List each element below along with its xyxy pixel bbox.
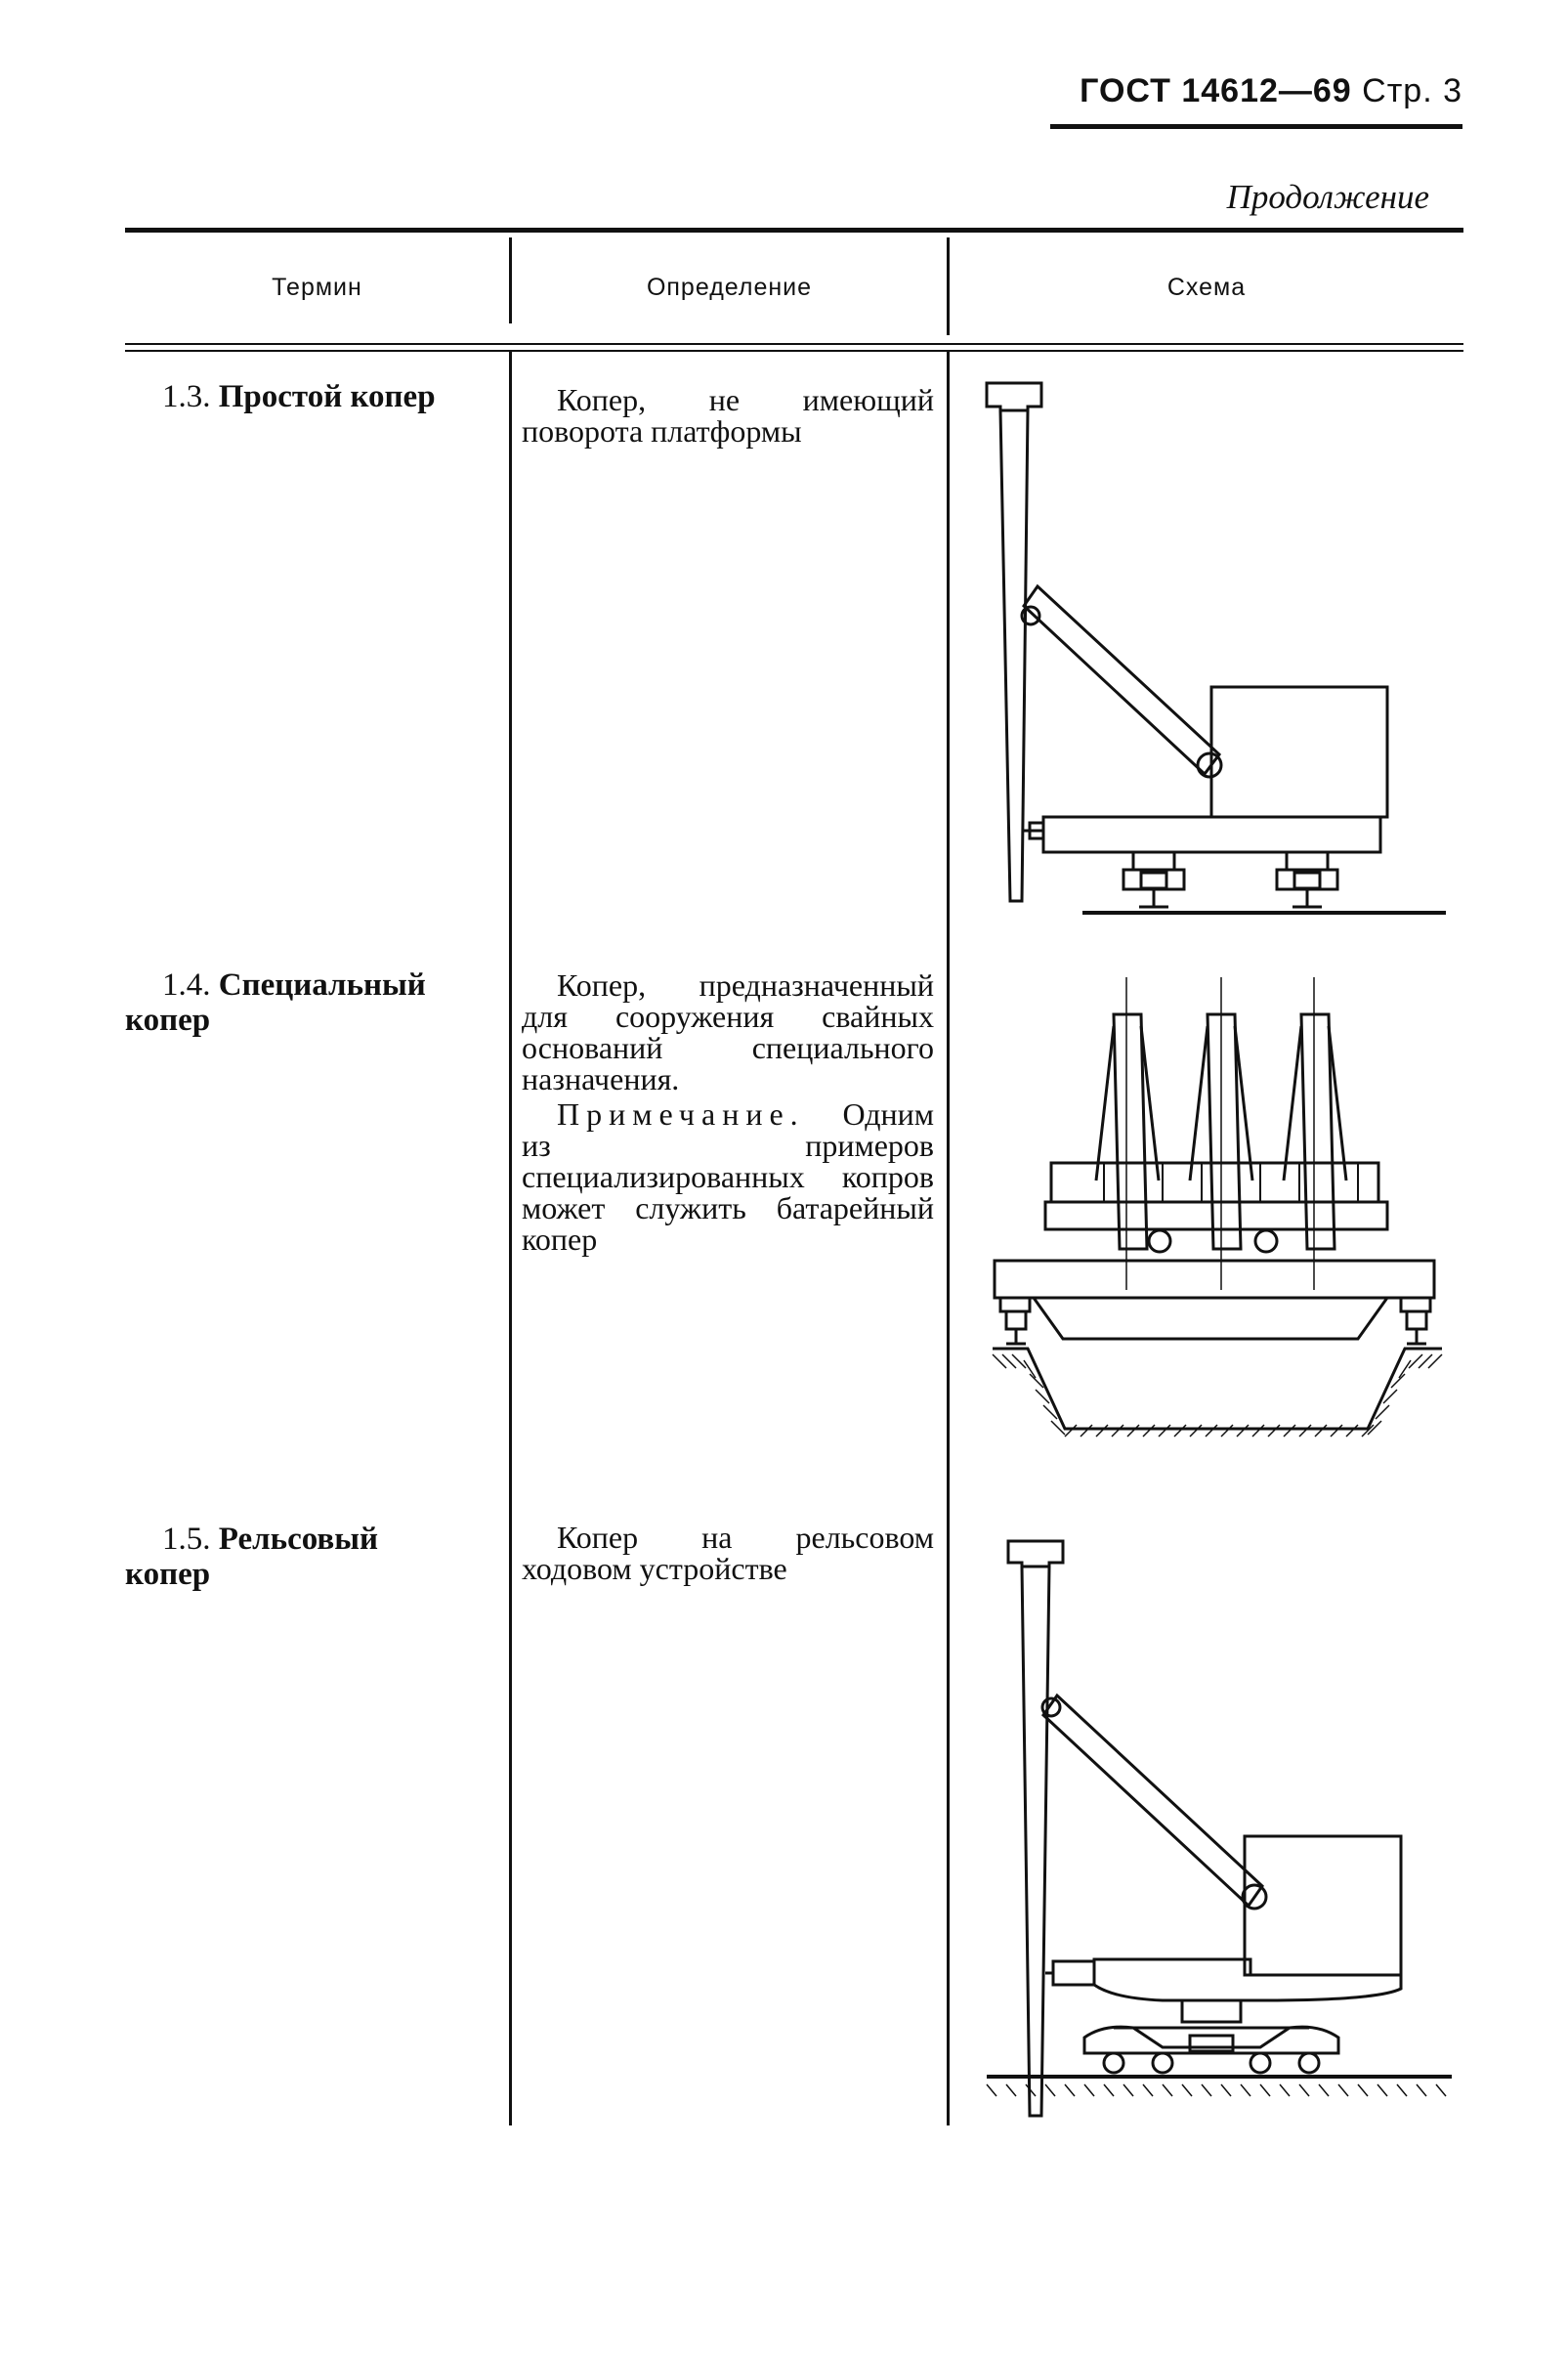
page-number: Стр. 3 — [1362, 72, 1462, 109]
mast-brace — [1188, 1025, 1254, 1181]
mast-socket — [1051, 1959, 1096, 1987]
platform — [1041, 815, 1382, 854]
table-row-term: 1.5. Рельсовый копер — [125, 1522, 469, 1592]
term-text: Специальный копер — [125, 967, 426, 1038]
table-row-term: 1.4. Специальный копер — [125, 967, 469, 1038]
roller — [1253, 1228, 1279, 1254]
soil-hatch — [1367, 1353, 1443, 1436]
slewing-ring — [1180, 1998, 1243, 2024]
mast-brace — [1094, 1025, 1161, 1181]
term-number: 1.3. — [162, 379, 211, 414]
rail-pile-driver-diagram — [986, 1539, 1452, 2118]
simple-pile-driver-diagram — [985, 381, 1446, 915]
table-row-definition: Копер на рельсовом ходовом устройстве — [522, 1522, 934, 1584]
definition-text: Копер, предназначенный для сооружения св… — [522, 967, 934, 1096]
ground-hatch — [986, 2083, 1447, 2097]
table-header-rule-double — [125, 350, 1463, 352]
bogie-frame — [1082, 2025, 1340, 2055]
note-label: Примечание. — [557, 1096, 805, 1132]
table-top-rule — [125, 228, 1463, 233]
column-header-term: Термин — [272, 274, 362, 301]
soil-hatch — [1064, 1424, 1375, 1438]
support-right — [1275, 852, 1339, 891]
column-header-definition: Определение — [646, 274, 813, 301]
standard-number: ГОСТ 14612—69 — [1080, 72, 1352, 109]
carriage-frame — [993, 1259, 1436, 1300]
term-number: 1.4. — [162, 967, 211, 1003]
support-left — [1122, 852, 1186, 891]
rail-wheel — [1249, 2051, 1272, 2075]
roller — [1147, 1228, 1172, 1254]
term-text: Простой копер — [218, 379, 436, 414]
mast-socket — [1028, 821, 1045, 840]
definition-text: Копер, не имеющий поворота платформы — [522, 382, 934, 449]
definition-note: Примечание. Одним из примеров специализи… — [522, 1098, 934, 1255]
table-row-definition: Копер, предназначенный для сооружения св… — [522, 969, 934, 1255]
soil-hatch — [992, 1353, 1066, 1436]
brace — [1041, 1693, 1264, 1909]
rail-wheel — [1102, 2051, 1125, 2075]
header-rule — [1050, 124, 1462, 129]
brace-hinge — [1196, 751, 1223, 779]
term-number: 1.5. — [162, 1522, 211, 1557]
mast-brace — [1282, 1025, 1348, 1181]
mast-cap — [1006, 1539, 1065, 1568]
mast — [1112, 1012, 1149, 1251]
brace-hinge — [1241, 1883, 1268, 1910]
pile-axis — [1125, 977, 1315, 1290]
carriage-body — [1032, 1297, 1389, 1341]
definition-text: Копер на рельсовом ходовом устройстве — [522, 1520, 934, 1586]
mast — [1299, 1012, 1336, 1251]
term-text: Рельсовый копер — [125, 1522, 379, 1592]
column-divider — [947, 237, 950, 335]
column-divider — [947, 352, 950, 2125]
brace-hinge — [1020, 605, 1041, 626]
cab — [1243, 1834, 1403, 1977]
mast — [998, 409, 1030, 903]
mast — [1206, 1012, 1243, 1251]
table-row-definition: Копер, не имеющий поворота платформы — [522, 384, 934, 447]
cab — [1209, 685, 1389, 819]
rail-wheel — [1297, 2051, 1321, 2075]
brace — [1022, 583, 1222, 777]
continued-label: Продолжение — [1226, 178, 1429, 216]
note-text: Одним из примеров специализированных коп… — [522, 1096, 934, 1257]
page-header: ГОСТ 14612—69 Стр. 3 — [1080, 72, 1462, 110]
table-row-term: 1.3. Простой копер — [125, 379, 469, 414]
column-divider — [509, 237, 512, 323]
brace-hinge — [1040, 1696, 1062, 1718]
column-header-schema: Схема — [1166, 274, 1247, 301]
mast — [1020, 1566, 1051, 2118]
special-pile-driver-diagram — [992, 977, 1443, 1438]
upper-deck — [1049, 1161, 1380, 1204]
table-header-rule — [125, 343, 1463, 345]
working-deck — [1043, 1200, 1389, 1231]
column-divider — [509, 352, 512, 2125]
trench — [993, 1347, 1442, 1431]
rail-wheel — [1151, 2051, 1174, 2075]
mast-cap — [985, 381, 1043, 412]
platform — [1092, 1957, 1403, 2002]
